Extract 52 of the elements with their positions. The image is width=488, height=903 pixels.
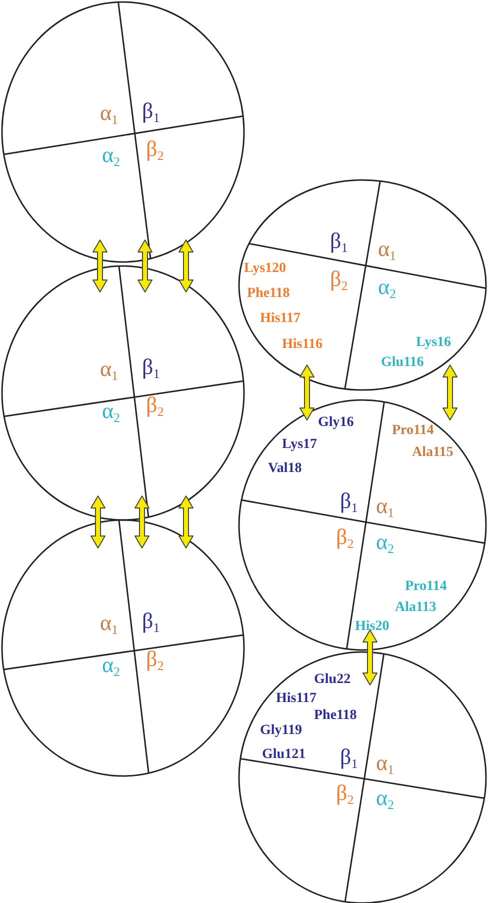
residue-label: Phe118 — [247, 287, 290, 301]
residue-label: Glu22 — [314, 673, 351, 687]
subunit-label: β$_{1}$ — [142, 100, 160, 122]
residue-label: Ala115 — [412, 446, 454, 460]
residue-label: Pro114 — [392, 424, 434, 438]
subunit-label: α$_{2}$ — [376, 531, 394, 553]
residue-label: Gly16 — [318, 416, 354, 430]
subunit-label: α$_{1}$ — [100, 612, 118, 634]
residue-label: Gly119 — [260, 724, 302, 738]
double-arrow — [362, 630, 378, 686]
subunit-label: β$_{2}$ — [330, 268, 348, 290]
residue-label: Lys16 — [416, 336, 452, 350]
subunit-label: β$_{2}$ — [146, 394, 164, 416]
subunit-label: α$_{2}$ — [102, 400, 120, 422]
residue-label: His117 — [276, 692, 316, 706]
double-arrow — [178, 240, 194, 292]
subunit-label: β$_{2}$ — [336, 782, 354, 804]
subunit-label: α$_{1}$ — [376, 752, 394, 774]
residue-label: Val18 — [268, 462, 302, 476]
double-arrow — [134, 496, 150, 548]
subunit-label: β$_{1}$ — [142, 610, 160, 632]
subunit-label: β$_{1}$ — [142, 356, 160, 378]
double-arrow — [178, 496, 194, 548]
subunit-label: α$_{1}$ — [100, 102, 118, 124]
residue-label: Ala113 — [395, 601, 436, 615]
double-arrow — [92, 240, 108, 292]
residue-label: Phe118 — [314, 709, 357, 723]
double-arrow — [90, 496, 106, 548]
subunit-label: β$_{1}$ — [330, 230, 348, 252]
residue-label: Glu116 — [381, 356, 424, 370]
double-arrow — [138, 240, 152, 292]
double-arrow — [300, 364, 314, 420]
subunit-label: α$_{1}$ — [100, 358, 118, 380]
double-arrow — [442, 364, 458, 420]
residue-label: Pro114 — [405, 580, 447, 594]
subunit-label: β$_{2}$ — [146, 648, 164, 670]
subunit-label: α$_{2}$ — [102, 654, 120, 676]
subunit-label: α$_{2}$ — [102, 144, 120, 166]
residue-label: Lys120 — [244, 262, 286, 276]
subunit-label: β$_{1}$ — [340, 490, 358, 512]
subunit-label: α$_{1}$ — [376, 495, 394, 517]
residue-label: His116 — [282, 338, 322, 352]
residue-label: His117 — [260, 312, 300, 326]
subunit-label: β$_{1}$ — [340, 746, 358, 768]
residue-label: Glu121 — [262, 748, 306, 762]
subunit-label: β$_{2}$ — [146, 138, 164, 160]
subunit-label: α$_{2}$ — [376, 787, 394, 809]
subunit-label: α$_{1}$ — [378, 238, 396, 260]
subunit-label: β$_{2}$ — [336, 526, 354, 548]
subunit-label: α$_{2}$ — [378, 276, 396, 298]
residue-label: His20 — [355, 620, 390, 634]
residue-label: Lys17 — [282, 438, 318, 452]
